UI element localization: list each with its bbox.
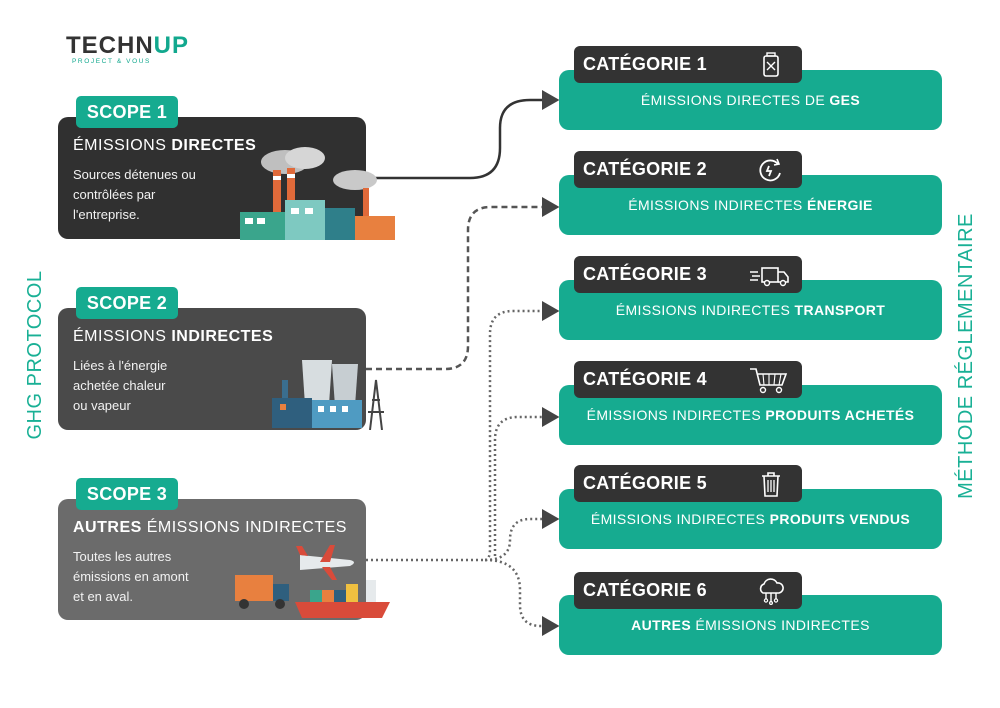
scope-2-desc-line: achetée chaleur: [73, 378, 166, 393]
scope-1-tag: SCOPE 1: [76, 96, 178, 128]
category-6-tag: CATÉGORIE 6: [574, 572, 802, 609]
connector-scope3-cat5: [484, 509, 560, 562]
power-plant-illustration: [272, 360, 384, 430]
cloud-network-icon: [759, 578, 784, 606]
scope-3-description: Toutes les autres émissions en amont et …: [73, 547, 233, 607]
category-3-label-pre: ÉMISSIONS INDIRECTES: [615, 302, 795, 318]
category-2-label-pre: ÉMISSIONS INDIRECTES: [628, 197, 807, 213]
scope-2-desc-line: ou vapeur: [73, 398, 131, 413]
scope-2-heading-bold: INDIRECTES: [171, 328, 274, 345]
scope-2-heading-pre: ÉMISSIONS: [73, 328, 172, 345]
connector-scope3-cat3: [484, 301, 560, 562]
scope-3-desc-line: Toutes les autres: [73, 549, 172, 564]
scope-1-heading: ÉMISSIONS DIRECTES: [73, 137, 256, 155]
category-1-tag-label: CATÉGORIE 1: [583, 54, 707, 74]
scope-3-desc-line: et en aval.: [73, 589, 133, 604]
category-4-label-bold: PRODUITS ACHETÉS: [765, 407, 915, 423]
transport-illustration: [235, 545, 390, 618]
factory-illustration: [240, 147, 395, 240]
category-2-label-bold: ÉNERGIE: [806, 197, 873, 213]
category-1-tag: CATÉGORIE 1: [574, 46, 802, 83]
category-3-tag-label: CATÉGORIE 3: [583, 264, 707, 284]
gas-canister-icon: [763, 52, 779, 77]
category-5-tag-label: CATÉGORIE 5: [583, 473, 707, 493]
connector-scope2-cat2: [366, 197, 560, 371]
scope-2-tag: SCOPE 2: [76, 287, 178, 319]
category-5-tag: CATÉGORIE 5: [574, 465, 802, 502]
energy-plug-icon: [759, 158, 781, 182]
category-1-label-bold: GES: [829, 92, 861, 108]
connector-scope3-cat6: [484, 558, 560, 636]
logo-tagline: PROJECT & VOUS: [72, 58, 151, 65]
category-6-label-post: ÉMISSIONS INDIRECTES: [691, 617, 870, 633]
category-2-tag: CATÉGORIE 2: [574, 151, 802, 188]
scope-1-heading-bold: DIRECTES: [171, 137, 257, 154]
scope-3-tag: SCOPE 3: [76, 478, 178, 510]
category-6-label-bold: AUTRES: [631, 617, 692, 633]
scope-1-desc-line: contrôlées par: [73, 187, 156, 202]
category-4-label-pre: ÉMISSIONS INDIRECTES: [586, 407, 766, 423]
scope-2-heading: ÉMISSIONS INDIRECTES: [73, 328, 273, 346]
scope-3-desc-line: émissions en amont: [73, 569, 189, 584]
technup-logo: TECHNUP PROJECT & VOUS: [66, 32, 190, 70]
scope-2-desc-line: Liées à l'énergie: [73, 358, 168, 373]
category-6-tag-label: CATÉGORIE 6: [583, 580, 707, 600]
category-5-label-bold: PRODUITS VENDUS: [769, 511, 911, 527]
shopping-cart-icon: [750, 368, 788, 394]
scope-3-heading-bold: AUTRES: [73, 519, 142, 536]
category-4-tag-label: CATÉGORIE 4: [583, 369, 707, 389]
delivery-truck-icon: [750, 267, 789, 287]
category-5-label-pre: ÉMISSIONS INDIRECTES: [590, 511, 770, 527]
airplane-icon: [296, 545, 354, 580]
category-3-label-bold: TRANSPORT: [794, 302, 886, 318]
trash-bin-icon: [762, 472, 780, 497]
truck-icon: [235, 575, 289, 609]
logo-prefix: TECHN: [66, 32, 154, 59]
scope-1-desc-line: Sources détenues ou: [73, 167, 196, 182]
scope-3-heading: AUTRES ÉMISSIONS INDIRECTES: [73, 519, 347, 537]
logo-accent: UP: [153, 32, 190, 59]
scope-2-description: Liées à l'énergie achetée chaleur ou vap…: [73, 356, 233, 416]
category-3-tag: CATÉGORIE 3: [574, 256, 802, 293]
scope-1-description: Sources détenues ou contrôlées par l'ent…: [73, 165, 233, 225]
connector-scope3-cat4: [493, 407, 560, 556]
scope-3-heading-post: ÉMISSIONS INDIRECTES: [141, 519, 347, 536]
category-1-label-pre: ÉMISSIONS DIRECTES DE: [640, 92, 830, 108]
scope-1-heading-pre: ÉMISSIONS: [73, 137, 172, 154]
scope-1-desc-line: l'entreprise.: [73, 207, 140, 222]
cargo-ship-icon: [295, 580, 390, 618]
logo-wordmark: TECHNUP: [66, 32, 190, 59]
connector-scope1-cat1: [366, 90, 560, 180]
category-2-tag-label: CATÉGORIE 2: [583, 159, 707, 179]
category-4-tag: CATÉGORIE 4: [574, 361, 802, 398]
